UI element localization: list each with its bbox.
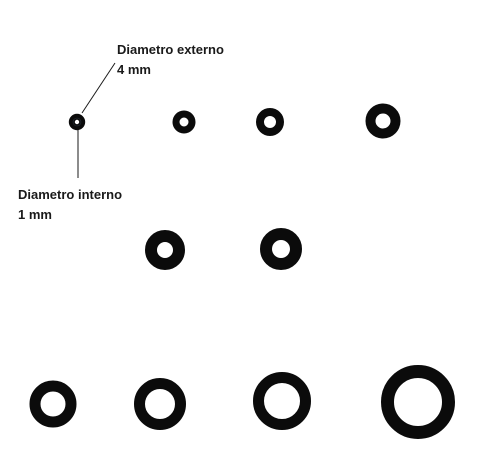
inner-diameter-title: Diametro interno <box>18 187 123 202</box>
outer-diameter-title: Diametro externo <box>117 42 224 57</box>
inner-diameter-label: Diametro interno 1 mm <box>18 185 122 225</box>
o-ring-4mm-1mm <box>68 113 86 131</box>
inner-diameter-value: 1 mm <box>18 207 52 222</box>
outer-diameter-leader-line <box>81 62 116 114</box>
o-ring-row2-2 <box>260 228 302 270</box>
o-ring-row1-2 <box>172 110 196 134</box>
o-ring-row2-1 <box>145 230 185 270</box>
o-ring-row3-4 <box>381 365 455 439</box>
o-ring-row1-4 <box>365 103 401 139</box>
o-ring-row3-2 <box>134 378 186 430</box>
outer-diameter-value: 4 mm <box>117 62 151 77</box>
outer-diameter-label: Diametro externo 4 mm <box>117 40 224 80</box>
o-ring-row3-1 <box>29 380 77 428</box>
o-ring-row1-3 <box>256 108 284 136</box>
o-ring-row3-3 <box>253 372 311 430</box>
